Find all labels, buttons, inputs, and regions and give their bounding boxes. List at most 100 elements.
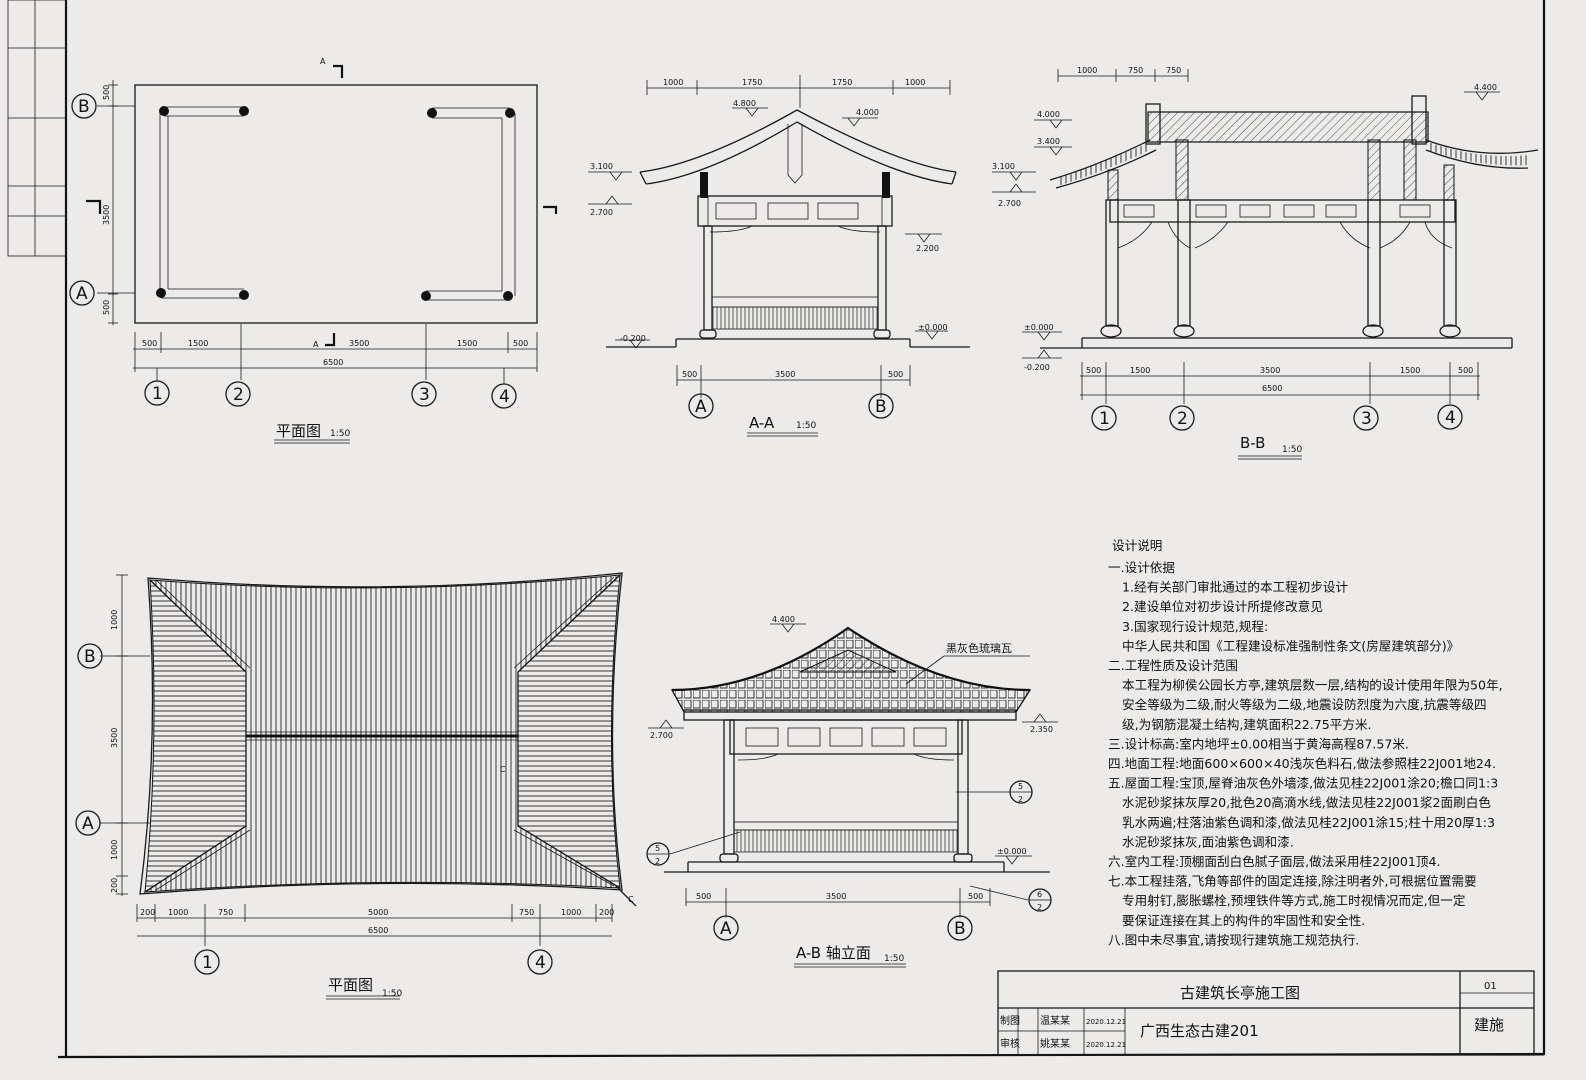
section-a-a: 1000 1750 1750 1000 — [588, 75, 970, 437]
bb-dims-bottom: 500 1500 3500 1500 500 6500 1 2 3 4 — [1080, 362, 1480, 431]
svg-text:2.700: 2.700 — [998, 199, 1021, 208]
svg-text:5: 5 — [1018, 782, 1023, 791]
svg-text:古建筑长亭施工图: 古建筑长亭施工图 — [1180, 984, 1300, 1002]
svg-text:3: 3 — [1361, 409, 1372, 429]
svg-text:B: B — [84, 647, 96, 667]
svg-text:1750: 1750 — [742, 78, 762, 87]
svg-text:-0.200: -0.200 — [1024, 363, 1050, 372]
notes-line: 1.经有关部门审批通过的本工程初步设计 — [1122, 580, 1349, 595]
aa-dims-bottom: 500 3500 500 A B — [676, 365, 911, 419]
notes-line: 四.地面工程:地面600×600×40浅灰色料石,做法参照桂22J001地24. — [1108, 756, 1496, 771]
svg-text:3500: 3500 — [349, 339, 369, 348]
svg-text:审核: 审核 — [1000, 1037, 1020, 1050]
svg-text:2: 2 — [1018, 795, 1023, 804]
bb-title: B-B 1:50 — [1238, 434, 1302, 460]
section-b-b: 1000 750 750 — [992, 66, 1539, 460]
svg-text:1500: 1500 — [1400, 366, 1420, 375]
svg-text:±0.000: ±0.000 — [1024, 323, 1054, 332]
svg-text:A: A — [720, 919, 732, 939]
svg-text:3.100: 3.100 — [992, 162, 1015, 171]
svg-text:4: 4 — [499, 387, 510, 407]
svg-text:5: 5 — [655, 844, 660, 853]
svg-text:500: 500 — [888, 370, 903, 379]
svg-text:500: 500 — [1458, 366, 1473, 375]
roof-dims-left: 1000 3500 1000 200 B A — [75, 574, 150, 896]
svg-text:500: 500 — [1086, 366, 1101, 375]
svg-text:200: 200 — [140, 908, 155, 917]
svg-text:01: 01 — [1484, 981, 1497, 992]
svg-text:1000: 1000 — [168, 908, 188, 917]
svg-text:200: 200 — [599, 908, 614, 917]
svg-text:A: A — [76, 284, 88, 304]
svg-text:1500: 1500 — [188, 339, 208, 348]
svg-text:B: B — [875, 397, 887, 417]
svg-text:6: 6 — [1037, 890, 1042, 899]
aa-dims-top: 1000 1750 1750 1000 — [646, 75, 951, 108]
svg-text:1:50: 1:50 — [330, 429, 350, 439]
notes-line: 3.国家现行设计规范,规程: — [1122, 619, 1268, 634]
svg-text:4.000: 4.000 — [856, 108, 879, 117]
column-plan: A A 500 3500 500 B A — [69, 57, 558, 444]
svg-text:500: 500 — [682, 370, 697, 379]
notes-heading: 设计说明 — [1112, 538, 1162, 553]
columns — [156, 106, 515, 301]
benches — [159, 106, 516, 301]
svg-text:2.200: 2.200 — [916, 244, 939, 253]
svg-text:1000: 1000 — [561, 908, 581, 917]
svg-text:平面图: 平面图 — [276, 422, 321, 440]
notes-line: 要保证连接在其上的构件的牢固性和安全性. — [1122, 913, 1365, 928]
notes-line: 一.设计依据 — [1108, 560, 1175, 575]
notes-line: 二.工程性质及设计范围 — [1108, 658, 1238, 673]
ab-detail-callouts: 5 2 5 2 6 2 — [646, 780, 1052, 912]
section-mark-a-top: A — [320, 57, 344, 78]
plan1-axis-a: A — [69, 280, 135, 306]
notes-line: 中华人民共和国《工程建设标准强制性条文(房屋建筑部分)》 — [1122, 638, 1459, 653]
bb-levels: 4.400 4.000 3.400 3.100 2.700 ±0.000 -0.… — [992, 83, 1500, 372]
svg-text:B: B — [78, 97, 90, 117]
svg-text:500: 500 — [513, 339, 528, 348]
plan1-axis-b: B — [71, 93, 135, 119]
svg-text:4.800: 4.800 — [733, 99, 756, 108]
plan1-title: 平面图 1:50 — [274, 422, 350, 444]
svg-text:4: 4 — [535, 953, 546, 973]
svg-text:1: 1 — [152, 384, 163, 404]
svg-text:5000: 5000 — [368, 908, 388, 917]
svg-text:500: 500 — [968, 892, 983, 901]
section-mark-left — [86, 199, 102, 214]
svg-text:2: 2 — [1177, 409, 1188, 429]
svg-text:4.400: 4.400 — [1474, 83, 1497, 92]
svg-text:B-B: B-B — [1240, 434, 1265, 452]
svg-text:500: 500 — [102, 85, 111, 100]
ab-levels: 4.400 2.700 2.350 ±0.000 — [648, 615, 1058, 865]
svg-text:4.000: 4.000 — [1037, 110, 1060, 119]
notes-line: 本工程为柳侯公园长方亭,建筑层数一层,结构的设计使用年限为50年, — [1122, 678, 1503, 693]
notes-line: 水泥砂浆抹灰厚20,批色20高滴水线,做法见桂22J001浆2面刷白色 — [1122, 795, 1491, 810]
svg-text:制图: 制图 — [1000, 1014, 1020, 1027]
svg-text:6500: 6500 — [1262, 384, 1282, 393]
svg-text:2020.12.21: 2020.12.21 — [1086, 1018, 1126, 1026]
svg-text:A-B 轴立面: A-B 轴立面 — [796, 944, 871, 962]
svg-text:广西生态古建201: 广西生态古建201 — [1140, 1022, 1259, 1040]
design-notes: 设计说明 一.设计依据1.经有关部门审批通过的本工程初步设计2.建设单位对初步设… — [1108, 538, 1503, 947]
svg-text:1:50: 1:50 — [796, 421, 816, 431]
ab-title: A-B 轴立面 1:50 — [794, 944, 906, 968]
svg-text:2020.12.21: 2020.12.21 — [1086, 1041, 1126, 1049]
svg-text:3500: 3500 — [826, 892, 846, 901]
plan1-dims-bottom: 500 1500 3500 1500 500 6500 — [133, 324, 538, 384]
svg-text:3500: 3500 — [110, 728, 119, 748]
section-mark-a-bottom: A — [313, 333, 336, 349]
svg-text:A: A — [320, 57, 326, 66]
ab-lattice — [729, 719, 963, 761]
svg-text:3: 3 — [419, 385, 430, 405]
svg-text:1:50: 1:50 — [382, 989, 402, 999]
svg-text:C: C — [500, 765, 506, 774]
notes-lines: 一.设计依据1.经有关部门审批通过的本工程初步设计2.建设单位对初步设计所提修改… — [1108, 560, 1503, 947]
section-mark-right — [543, 205, 558, 214]
svg-text:1000: 1000 — [110, 840, 119, 860]
svg-text:2: 2 — [233, 385, 244, 405]
binding-grid — [7, 0, 67, 257]
svg-text:3.400: 3.400 — [1037, 137, 1060, 146]
svg-text:1000: 1000 — [905, 78, 925, 87]
notes-line: 安全等级为二级,耐火等级为二级,地震设防烈度为六度,抗震等级四 — [1122, 697, 1487, 712]
